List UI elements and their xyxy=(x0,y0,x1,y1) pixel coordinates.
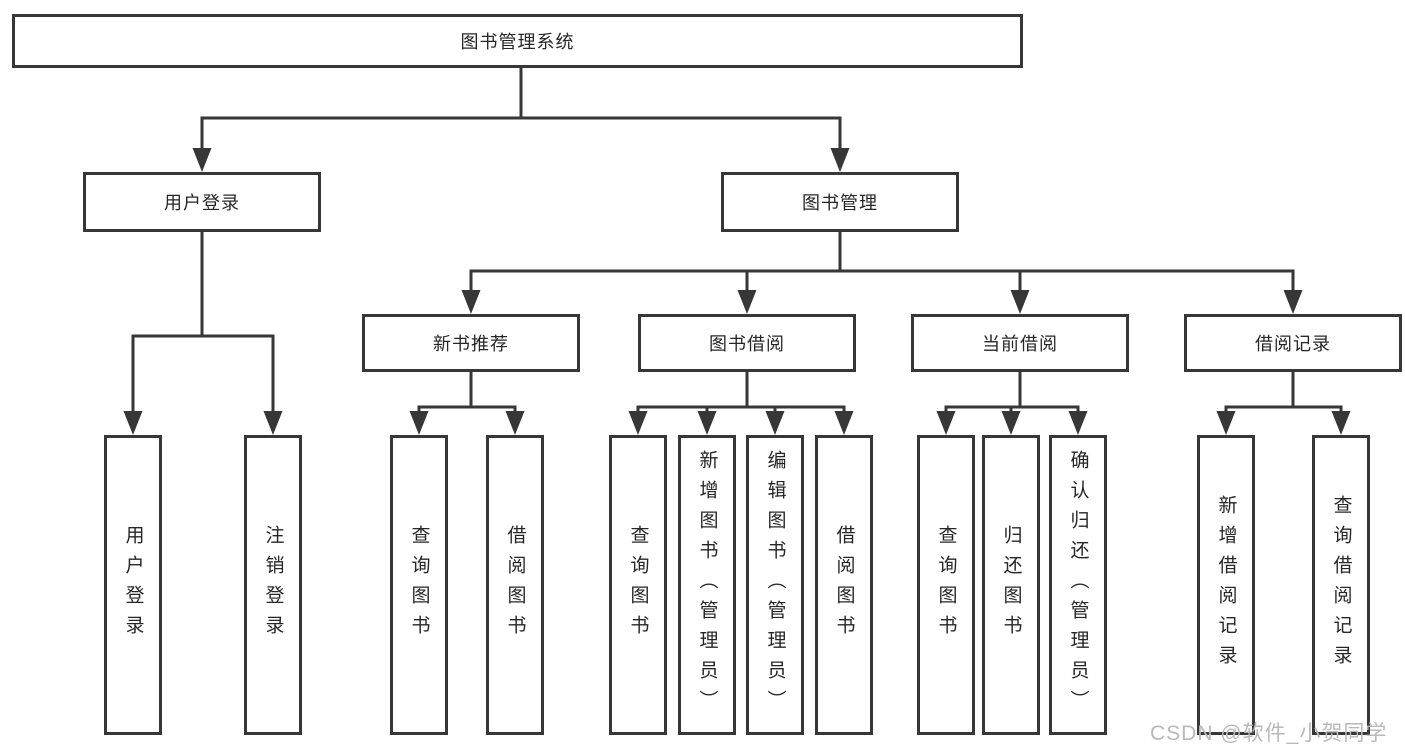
leaf-confirm-return-admin: 确认归还（管理员） xyxy=(1049,435,1107,735)
leaf-query-borrow-record: 查询借阅记录 xyxy=(1312,435,1370,735)
leaf-label: 查询图书 xyxy=(408,525,430,645)
node-user-login: 用户登录 xyxy=(83,172,321,232)
node-root-label: 图书管理系统 xyxy=(460,32,575,52)
connector-records-to-leaves xyxy=(1216,370,1351,435)
connector-newbooks-to-leaves xyxy=(409,370,525,435)
leaf-user-login: 用户登录 xyxy=(104,435,162,735)
node-current-borrowing: 当前借阅 xyxy=(911,314,1129,372)
leaf-add-borrow-record: 新增借阅记录 xyxy=(1197,435,1255,735)
leaf-label: 用户登录 xyxy=(122,525,144,645)
node-book-borrowing: 图书借阅 xyxy=(638,314,856,372)
node-new-book-recommend: 新书推荐 xyxy=(362,314,580,372)
connector-bookmgmt-to-level3 xyxy=(461,230,1303,314)
leaf-label: 注销登录 xyxy=(262,525,284,645)
leaf-borrow-books-2: 借阅图书 xyxy=(815,435,873,735)
leaf-label: 新增借阅记录 xyxy=(1215,495,1237,675)
leaf-label: 新增图书（管理员） xyxy=(696,450,718,720)
leaf-return-book: 归还图书 xyxy=(982,435,1040,735)
csdn-watermark: CSDN @软件_小贺同学 xyxy=(1150,722,1388,745)
node-book-management: 图书管理 xyxy=(721,172,959,232)
connector-root-to-level2 xyxy=(192,66,850,172)
node-label: 当前借阅 xyxy=(982,334,1058,354)
leaf-label: 查询图书 xyxy=(627,525,649,645)
leaf-label: 编辑图书（管理员） xyxy=(764,450,786,720)
leaf-borrow-books-1: 借阅图书 xyxy=(486,435,544,735)
leaf-add-book-admin: 新增图书（管理员） xyxy=(678,435,736,735)
node-label: 图书借阅 xyxy=(709,334,785,354)
node-label: 用户登录 xyxy=(164,193,240,213)
node-borrowing-records: 借阅记录 xyxy=(1184,314,1402,372)
leaf-query-books-2: 查询图书 xyxy=(609,435,667,735)
leaf-label: 查询借阅记录 xyxy=(1330,495,1352,675)
node-root: 图书管理系统 xyxy=(12,14,1023,68)
leaf-logout: 注销登录 xyxy=(244,435,302,735)
leaf-label: 借阅图书 xyxy=(504,525,526,645)
leaf-label: 查询图书 xyxy=(935,525,957,645)
leaf-label: 确认归还（管理员） xyxy=(1067,450,1089,720)
connector-userlogin-to-leaves xyxy=(123,230,283,435)
leaf-label: 借阅图书 xyxy=(833,525,855,645)
connector-borrow-to-leaves xyxy=(628,370,854,435)
leaf-edit-book-admin: 编辑图书（管理员） xyxy=(746,435,804,735)
node-label: 图书管理 xyxy=(802,193,878,213)
leaf-query-books-3: 查询图书 xyxy=(917,435,975,735)
node-label: 借阅记录 xyxy=(1255,334,1331,354)
leaf-label: 归还图书 xyxy=(1000,525,1022,645)
leaf-query-books-1: 查询图书 xyxy=(390,435,448,735)
connector-current-to-leaves xyxy=(936,370,1088,435)
node-label: 新书推荐 xyxy=(433,334,509,354)
